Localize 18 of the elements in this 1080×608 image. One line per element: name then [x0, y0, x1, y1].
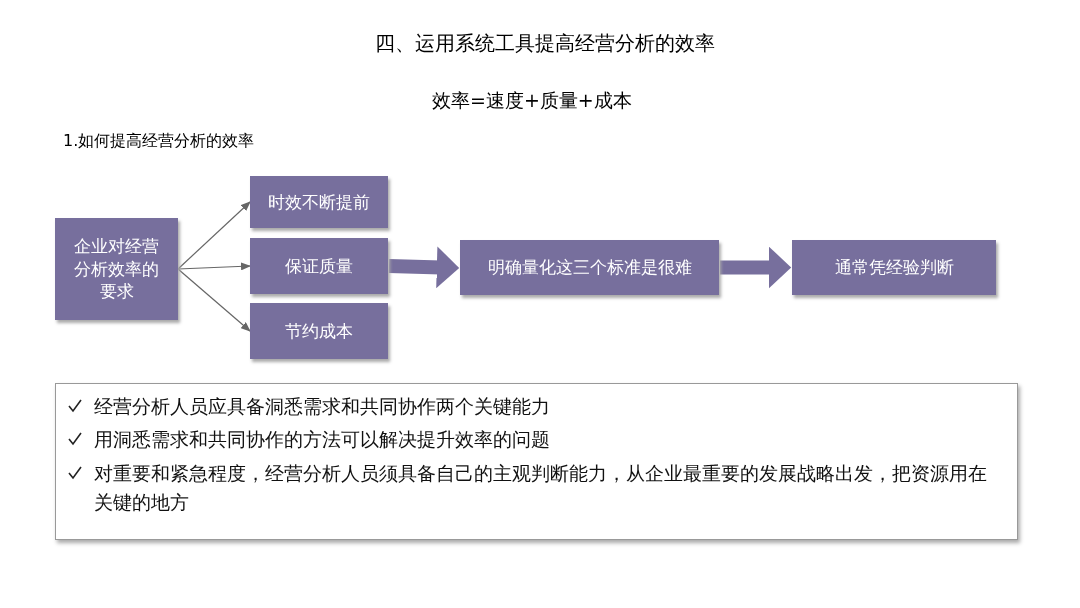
arrow	[177, 262, 251, 271]
bullet-text: 经营分析人员应具备洞悉需求和共同协作两个关键能力	[94, 394, 550, 419]
process-box: 企业对经营分析效率的要求	[55, 218, 178, 320]
arrow	[177, 201, 251, 270]
checklist-box	[55, 383, 1018, 540]
arrow	[388, 246, 460, 289]
bullet-text: 对重要和紧急程度，经营分析人员须具备自己的主观判断能力，从企业最重要的发展战略出发，把资源用在关键的地方	[94, 460, 988, 516]
arrow	[177, 268, 251, 332]
process-box: 通常凭经验判断	[792, 240, 996, 295]
title: 四、运用系统工具提高经营分析的效率	[375, 30, 715, 57]
bullet-text: 用洞悉需求和共同协作的方法可以解决提升效率的问题	[94, 427, 550, 453]
arrow	[720, 246, 792, 289]
process-box: 保证质量	[250, 238, 388, 294]
section-heading: 1.如何提高经营分析的效率	[63, 131, 255, 152]
process-box: 时效不断提前	[250, 176, 388, 228]
process-box: 节约成本	[250, 303, 388, 359]
formula-text: 效率=速度+质量+成本	[432, 88, 632, 113]
process-box: 明确量化这三个标准是很难	[460, 240, 719, 295]
